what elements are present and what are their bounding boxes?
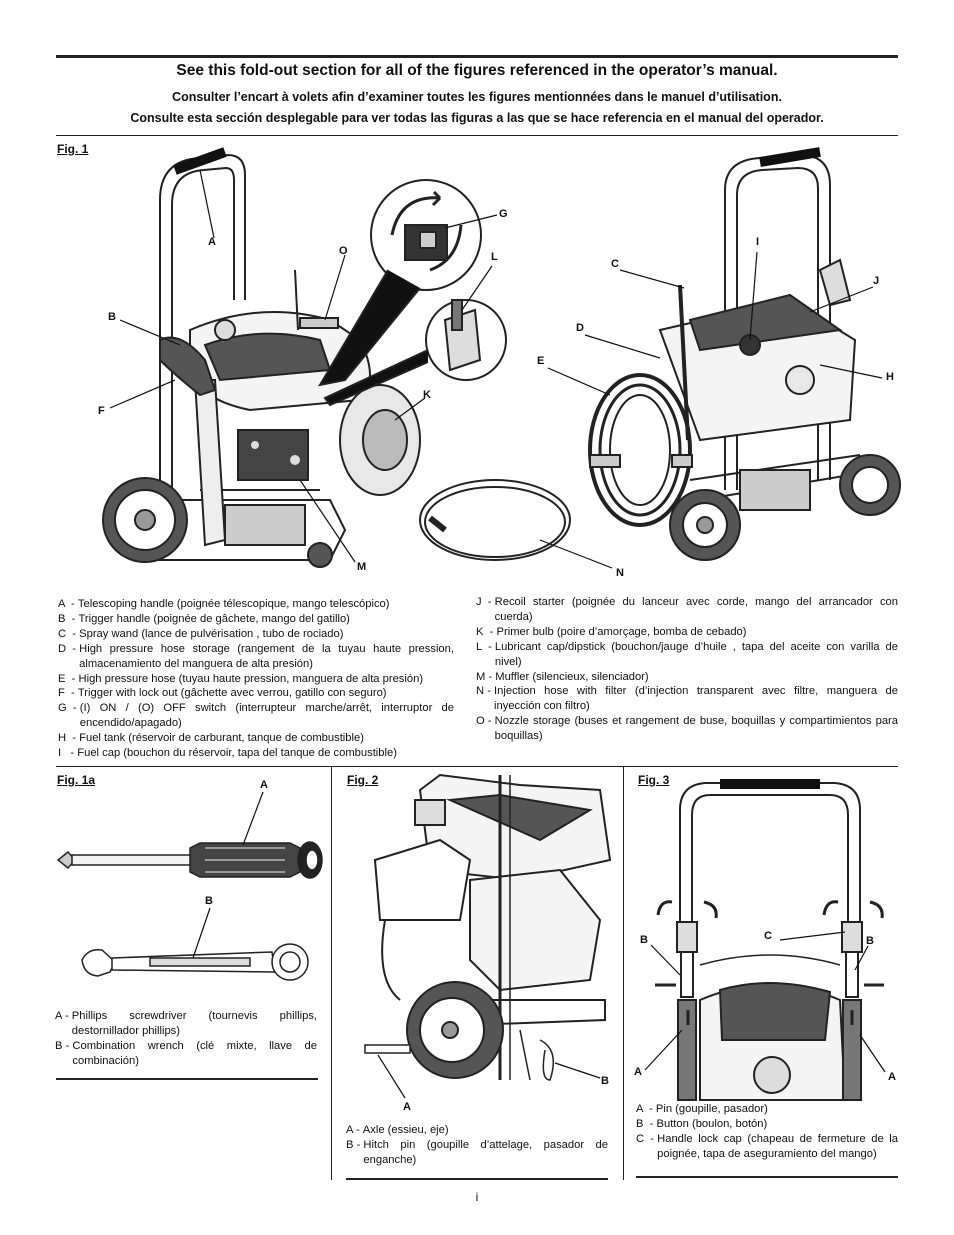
legend-item: A - Axle (essieu, eje) <box>346 1124 449 1136</box>
legend-item: N - Injection hose with filter (d’inject… <box>476 685 898 713</box>
fig1-callout-l: L <box>491 251 498 263</box>
fig1-legend-left: A - Telescoping handle (poignée télescop… <box>58 597 454 761</box>
legend-item: A - Phillips screwdriver (tournevis phil… <box>55 1010 317 1037</box>
fig1-callout-a: A <box>208 236 216 248</box>
legend-item: M - Muffler (silencieux, silenciador) <box>476 670 649 683</box>
legend-item: L - Lubricant cap/dipstick (bouchon/jaug… <box>476 640 898 668</box>
column-divider-left <box>331 766 332 1180</box>
fig1-callout-h: H <box>886 371 894 383</box>
legend-item: A - Pin (goupille, pasador) <box>636 1103 768 1115</box>
fig1-callout-d: D <box>576 322 584 334</box>
header-title-en: See this fold-out section for all of the… <box>176 62 778 79</box>
header-title-fr: Consulter l’encart à volets afin d’exami… <box>172 90 782 104</box>
top-rule <box>56 55 898 58</box>
legend-item: A - Telescoping handle (poignée télescop… <box>58 598 390 610</box>
legend-item: O - Nozzle storage (buses et rangement d… <box>476 715 898 743</box>
fig1-callout-b: B <box>108 311 116 323</box>
fig1-callout-f: F <box>98 405 105 417</box>
fig1-bottom-rule <box>56 766 898 767</box>
fig1-callout-i: I <box>756 236 760 248</box>
fig3-callout-a-right: A <box>888 1071 896 1083</box>
fig1a-label: Fig. 1a <box>57 773 96 787</box>
page-number: i <box>475 1190 479 1204</box>
fig1a-bottom-rule <box>56 1078 318 1080</box>
fig1-label: Fig. 1 <box>57 142 89 156</box>
legend-item: B - Trigger handle (poignée de gâchete, … <box>58 612 350 625</box>
legend-item: D - High pressure hose storage (rangemen… <box>58 642 454 670</box>
fig1a-callout-a: A <box>260 779 268 791</box>
legend-item: B - Combination wrench (clé mixte, llave… <box>55 1039 317 1067</box>
legend-item: J - Recoil starter (poignée du lanceur a… <box>476 596 898 623</box>
fig1-callout-j: J <box>873 275 880 287</box>
fig1-callout-n: N <box>616 567 624 579</box>
legend-item: E - High pressure hose (tuyau haute pres… <box>58 672 424 685</box>
fig2-callout-a: A <box>403 1101 411 1113</box>
fig1-callout-g: G <box>499 208 508 220</box>
fig2-callout-b: B <box>601 1075 609 1087</box>
fig1a-legend: A - Phillips screwdriver (tournevis phil… <box>55 1009 317 1069</box>
fig1a-callout-b: B <box>205 895 213 907</box>
legend-item: I - Fuel cap (bouchon du réservoir, tapa… <box>58 747 397 760</box>
legend-item: C - Handle lock cap (chapeau de fermetur… <box>636 1132 898 1160</box>
fig3-label: Fig. 3 <box>638 773 670 787</box>
fig1-callout-c: C <box>611 258 619 270</box>
header-title-es: Consulte esta sección desplegable para v… <box>130 111 824 125</box>
fig2-legend: A - Axle (essieu, eje) B - Hitch pin (go… <box>346 1123 608 1168</box>
fig2-label: Fig. 2 <box>347 773 379 787</box>
fig1-legend-right: J - Recoil starter (poignée du lanceur a… <box>476 595 898 744</box>
header-bottom-rule <box>56 135 898 136</box>
legend-item: K - Primer bulb (poire d’amorçage, bomba… <box>476 625 747 638</box>
fig3-legend: A - Pin (goupille, pasador) B - Button (… <box>636 1102 898 1162</box>
fig1-callout-k: K <box>423 389 431 401</box>
fig3-callout-b-left: B <box>640 934 648 946</box>
fig3-callout-c: C <box>764 930 772 942</box>
fig1-callout-m: M <box>357 561 367 573</box>
column-divider-right <box>623 766 624 1180</box>
legend-item: F - Trigger with lock out (gâchette avec… <box>58 687 387 700</box>
legend-item: H - Fuel tank (réservoir de carburant, t… <box>58 732 364 745</box>
legend-item: C - Spray wand (lance de pulvérisation ,… <box>58 627 344 640</box>
fig2-bottom-rule <box>346 1178 608 1180</box>
legend-item: B - Hitch pin (goupille d’attelage, pasa… <box>346 1138 608 1166</box>
fig3-callout-b-right: B <box>866 935 874 947</box>
fig3-bottom-rule <box>636 1176 898 1178</box>
fig1-callout-e: E <box>537 355 545 367</box>
legend-item: B - Button (boulon, botón) <box>636 1117 768 1130</box>
fig3-callout-a-left: A <box>634 1066 642 1078</box>
legend-item: G - (I) ON / (O) OFF switch (interrupteu… <box>58 702 454 730</box>
fig1-callout-o: O <box>339 245 348 257</box>
